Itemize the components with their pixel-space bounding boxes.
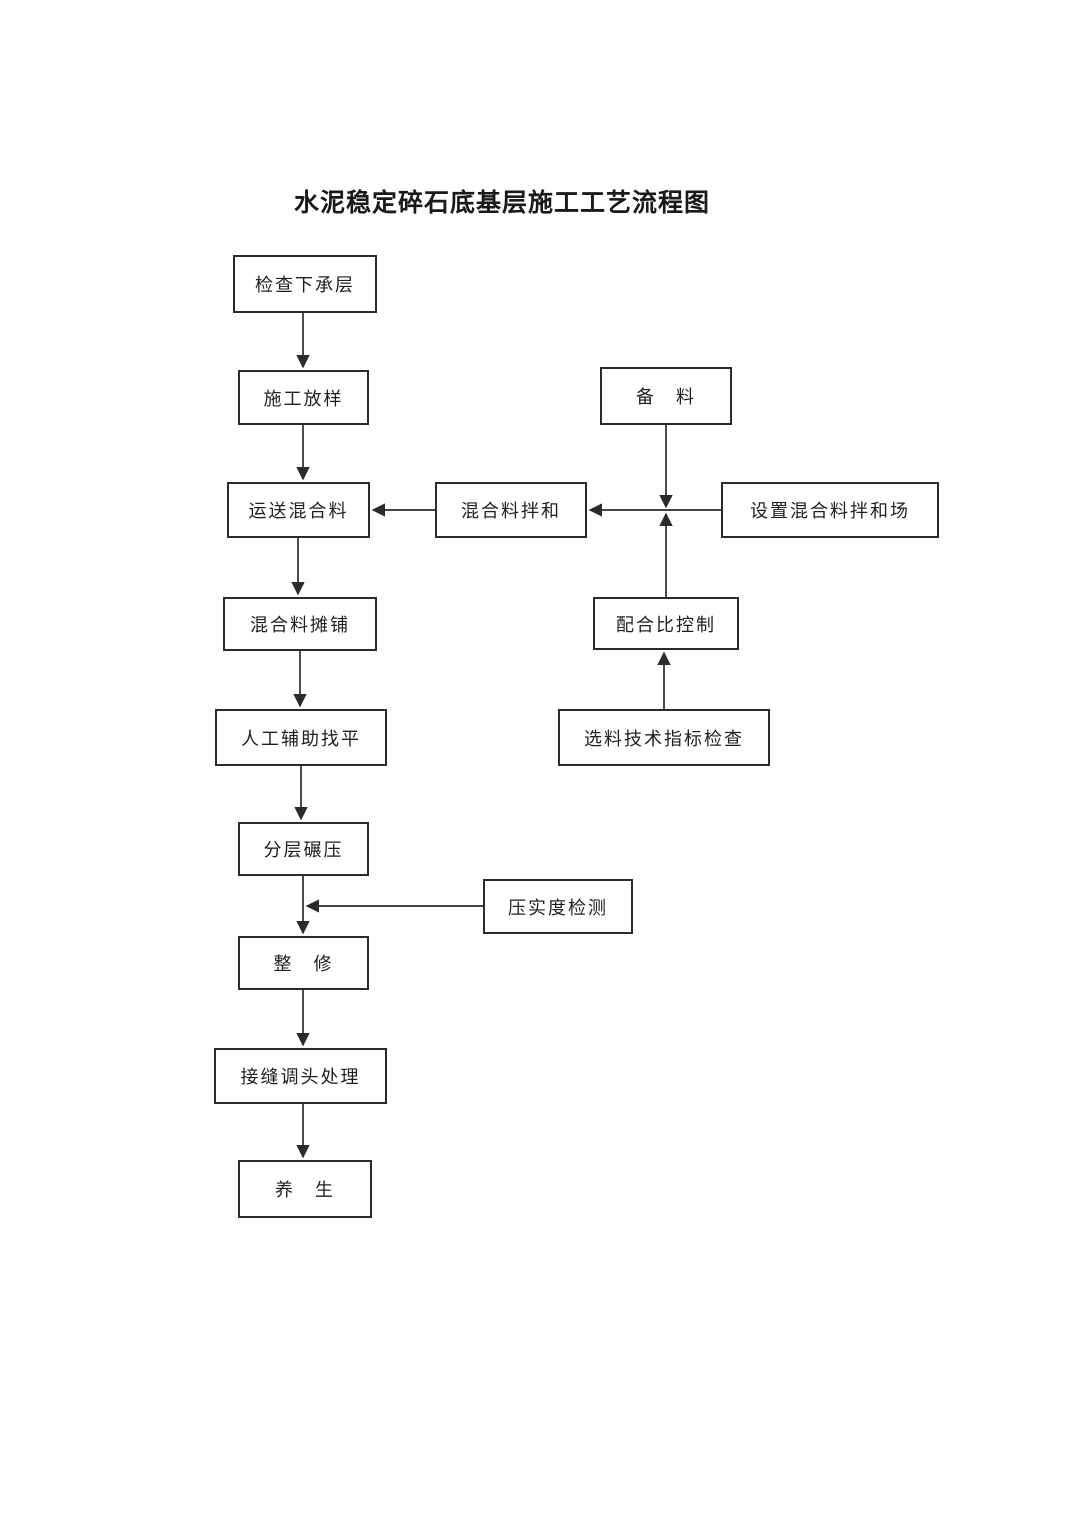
node-material-index-check: 选料技术指标检查 [558, 709, 770, 766]
node-joint-treatment: 接缝调头处理 [214, 1048, 387, 1104]
node-mixture-mixing: 混合料拌和 [435, 482, 587, 538]
node-layered-rolling: 分层碾压 [238, 822, 369, 876]
node-prepare-material: 备 料 [600, 367, 732, 425]
node-transport-mixture: 运送混合料 [227, 482, 370, 538]
node-construction-layout: 施工放样 [238, 370, 369, 425]
node-manual-leveling: 人工辅助找平 [215, 709, 387, 766]
node-compaction-test: 压实度检测 [483, 879, 633, 934]
node-mix-ratio-control: 配合比控制 [593, 597, 739, 650]
node-curing: 养 生 [238, 1160, 372, 1218]
node-trimming: 整 修 [238, 936, 369, 990]
node-check-subbase: 检查下承层 [233, 255, 377, 313]
page-title: 水泥稳定碎石底基层施工工艺流程图 [293, 189, 710, 217]
node-setup-mixing-yard: 设置混合料拌和场 [721, 482, 939, 538]
node-mixture-paving: 混合料摊铺 [223, 597, 377, 651]
